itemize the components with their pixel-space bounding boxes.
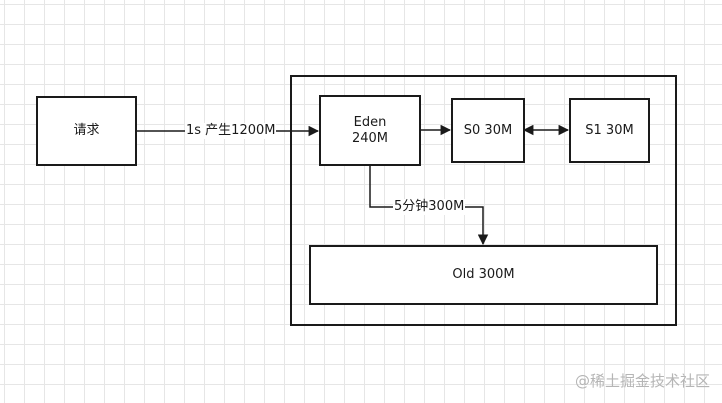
edge-label-request-to-eden: 1s 产生1200M (185, 123, 277, 139)
old-node: Old 300M (309, 245, 658, 305)
eden-size-label: 240M (351, 130, 389, 146)
s1-node: S1 30M (569, 98, 650, 163)
s0-label: S0 30M (463, 122, 513, 138)
eden-node: Eden 240M (319, 95, 421, 166)
watermark: @稀土掘金技术社区 (574, 372, 710, 390)
request-label: 请求 (73, 123, 100, 138)
request-node: 请求 (36, 96, 137, 166)
s0-node: S0 30M (451, 98, 525, 163)
edge-label-eden-to-old: 5分钟300M (393, 199, 466, 215)
old-label: Old 300M (452, 267, 515, 282)
heap-container (290, 75, 677, 326)
eden-name-label: Eden (353, 114, 387, 130)
s1-label: S1 30M (585, 122, 634, 138)
